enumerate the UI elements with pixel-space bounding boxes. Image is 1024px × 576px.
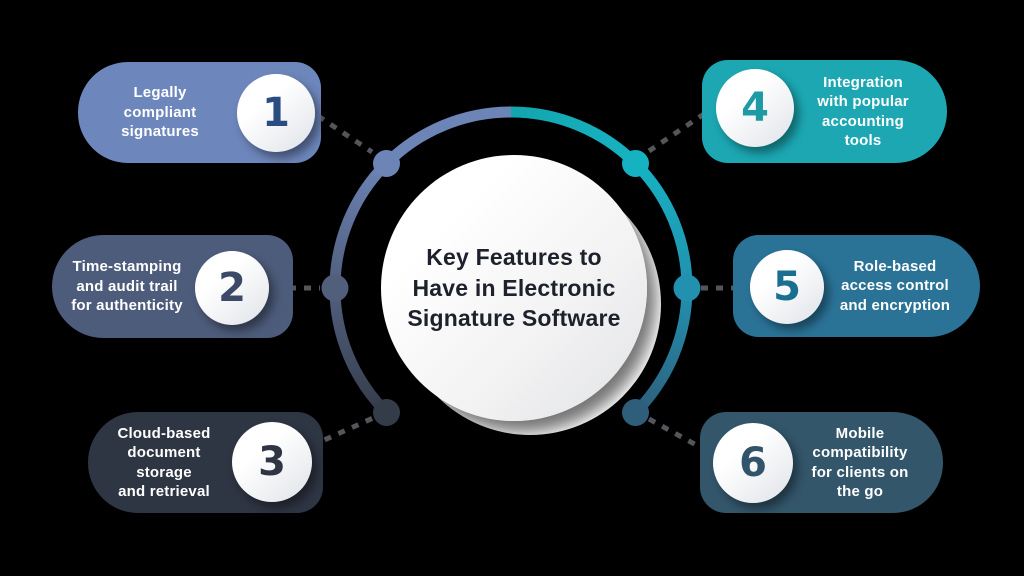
- feature-number-badge-2: 2: [195, 251, 269, 325]
- connector-item-3: [309, 415, 375, 449]
- ring-arc-left: [329, 159, 391, 289]
- feature-number-4: 4: [741, 85, 769, 131]
- feature-label-4: Integration with popular accounting tool…: [817, 73, 909, 150]
- ring-arc-topleft: [382, 106, 512, 168]
- feature-number-badge-5: 5: [750, 250, 824, 324]
- feature-label-6: Mobile compatibility for clients on the …: [811, 424, 909, 501]
- feature-label-2: Time-stamping and audit trail for authen…: [71, 258, 183, 315]
- feature-label-5: Role-based access control and encryption: [839, 257, 951, 314]
- ring-node-5: [673, 274, 701, 302]
- feature-number-badge-3: 3: [232, 422, 312, 502]
- feature-pill-4: Integration with popular accounting tool…: [702, 60, 947, 163]
- feature-label-3: Cloud-based document storage and retriev…: [117, 424, 211, 501]
- ring-node-2: [321, 274, 349, 302]
- ring-node-4: [622, 150, 649, 177]
- connector-item-1: [316, 113, 374, 155]
- connector-item-4: [647, 109, 709, 154]
- ring-arc-bottomleft: [329, 282, 392, 418]
- feature-number-2: 2: [218, 265, 246, 311]
- connector-item-6: [647, 416, 709, 454]
- ring-arc-topright: [510, 106, 640, 168]
- ring-node-6: [622, 399, 649, 426]
- ring-arc-right: [631, 159, 693, 289]
- feature-number-badge-6: 6: [713, 423, 793, 503]
- feature-number-1: 1: [262, 90, 290, 136]
- feature-pill-5: Role-based access control and encryption…: [733, 235, 980, 337]
- center-circle: Key Features to Have in Electronic Signa…: [381, 155, 647, 421]
- diagram-title: Key Features to Have in Electronic Signa…: [407, 244, 621, 332]
- feature-pill-6: Mobile compatibility for clients on the …: [700, 412, 943, 513]
- ring-arc-bottomright: [630, 282, 693, 418]
- ring-node-1: [373, 150, 400, 177]
- feature-pill-2: Time-stamping and audit trail for authen…: [52, 235, 293, 338]
- feature-pill-3: Cloud-based document storage and retriev…: [88, 412, 323, 513]
- feature-number-badge-1: 1: [237, 74, 315, 152]
- feature-label-1: Legally compliant signatures: [121, 84, 199, 141]
- feature-number-3: 3: [258, 439, 286, 485]
- feature-number-5: 5: [773, 264, 801, 310]
- feature-pill-1: Legally compliant signatures 1: [78, 62, 321, 163]
- ring-node-3: [373, 399, 400, 426]
- feature-number-6: 6: [739, 440, 767, 486]
- feature-number-badge-4: 4: [716, 69, 794, 147]
